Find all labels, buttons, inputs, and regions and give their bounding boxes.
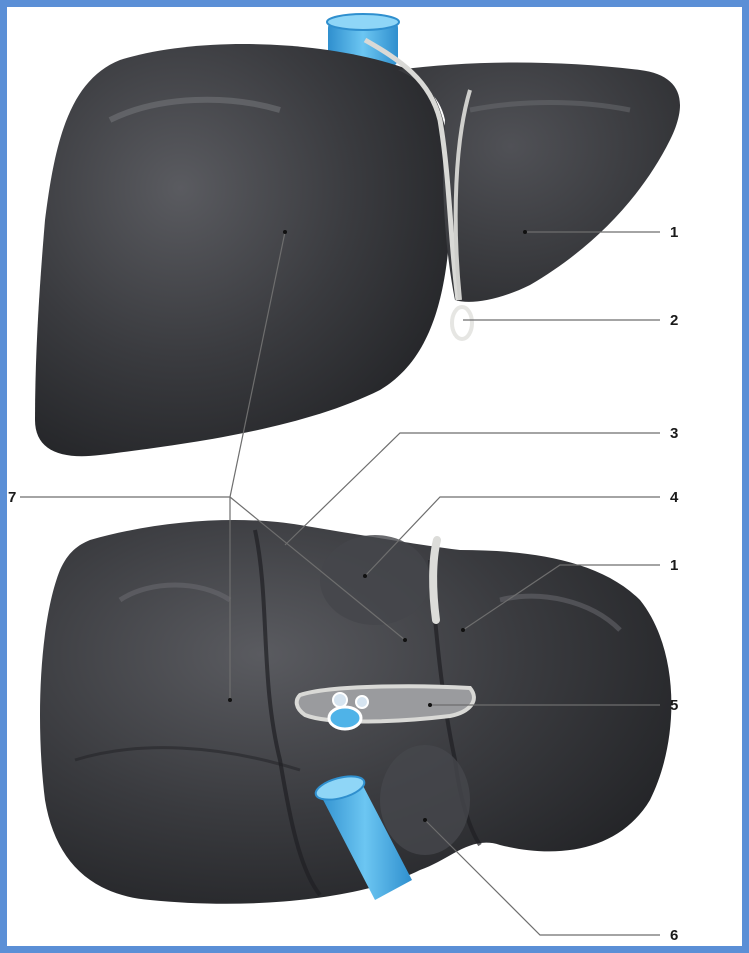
- round-ligament: [452, 307, 472, 339]
- callout-5: 5: [670, 697, 678, 714]
- caudate-lobe: [380, 745, 470, 855]
- liver-anterior-view: [35, 14, 680, 456]
- callout-7: 7: [8, 489, 16, 506]
- quadrate-lobe: [320, 535, 430, 625]
- callout-3: 3: [670, 425, 678, 442]
- callout-2: 2: [670, 312, 678, 329]
- liver-visceral-view: [40, 520, 671, 904]
- callout-6: 6: [670, 927, 678, 944]
- right-lobe: [35, 44, 451, 456]
- callout-1-top: 1: [670, 224, 678, 241]
- callout-4: 4: [670, 489, 679, 506]
- callout-1-bottom: 1: [670, 557, 678, 574]
